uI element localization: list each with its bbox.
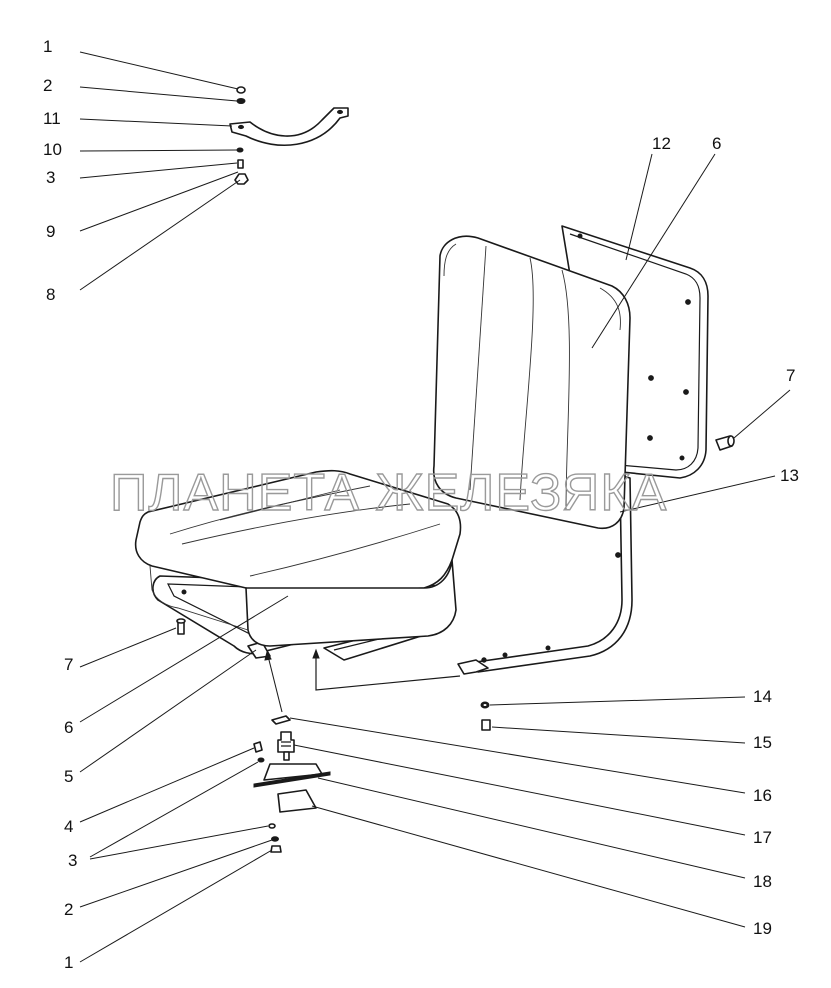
- callout-label: 11: [43, 109, 61, 128]
- top-fastener-group: [229, 86, 349, 185]
- callout-label: 6: [64, 718, 73, 737]
- bolt-part: [237, 159, 244, 169]
- callout-label: 12: [652, 134, 671, 153]
- nut-part: [236, 86, 246, 94]
- backrest-cushion: [432, 235, 631, 530]
- bolt-part: [481, 719, 491, 731]
- callout-label: 7: [786, 366, 795, 385]
- callout-label: 18: [753, 872, 772, 891]
- callout-label: 3: [68, 851, 77, 870]
- callout-label: 4: [64, 817, 73, 836]
- callout-label: 9: [46, 222, 55, 241]
- callout-label: 5: [64, 767, 73, 786]
- callout-label: 8: [46, 285, 55, 304]
- callout-label: 3: [46, 168, 55, 187]
- callout-label: 2: [43, 76, 52, 95]
- callout-label: 14: [753, 687, 772, 706]
- callout-label: 7: [64, 655, 73, 674]
- callout-label: 2: [64, 900, 73, 919]
- washer-part: [236, 147, 244, 153]
- bottom-mount-group: [253, 715, 331, 853]
- leader-lines: [79, 51, 791, 963]
- callout-label: 1: [64, 953, 73, 972]
- strap-bracket-part: [229, 107, 349, 147]
- callout-label: 16: [753, 786, 772, 805]
- callout-label: 19: [753, 919, 772, 938]
- watermark-text: ПЛАНЕТА ЖЕЛЕЗЯКА: [110, 464, 667, 522]
- callout-label: 1: [43, 37, 52, 56]
- seat-cushion: [134, 469, 462, 647]
- callout-label: 13: [780, 466, 799, 485]
- washer-part: [236, 98, 246, 104]
- callout-label: 6: [712, 134, 721, 153]
- callout-labels: 1 2 11 10 3 9 8 12 6 7 13 7 6 5 14 15 16…: [43, 37, 799, 972]
- callout-label: 17: [753, 828, 772, 847]
- seat-frame-bracket: [457, 469, 633, 675]
- callout-label: 10: [43, 140, 62, 159]
- callout-label: 15: [753, 733, 772, 752]
